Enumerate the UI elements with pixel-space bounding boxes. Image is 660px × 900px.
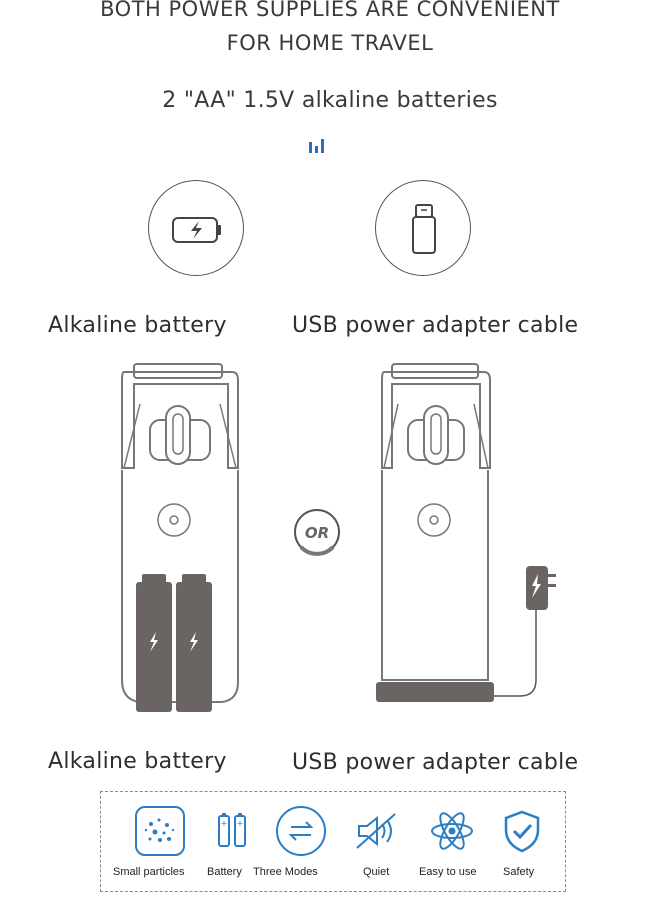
feature-label-quiet: Quiet (363, 866, 390, 878)
battery-icon: + + (207, 806, 257, 856)
svg-text:+: + (237, 819, 244, 828)
quiet-icon (351, 806, 401, 856)
signal-logo-icon (309, 139, 324, 153)
usb-illustration-caption: USB power adapter cable (292, 750, 579, 775)
atom-icon (427, 806, 477, 856)
feature-label-battery: Battery (207, 866, 242, 878)
feature-label-three-modes: Three Modes (253, 866, 318, 878)
battery-option-label: Alkaline battery (48, 313, 227, 338)
battery-subtitle: 2 "AA" 1.5V alkaline batteries (162, 88, 498, 113)
features-strip: + + Small particles Battery Thr (100, 791, 566, 892)
headline-line-1: BOTH POWER SUPPLIES ARE CONVENIENT (100, 0, 560, 21)
or-badge: OR (294, 509, 340, 556)
headline-line-2: FOR HOME TRAVEL (226, 31, 434, 55)
shield-icon (497, 806, 547, 856)
feature-label-easy-to-use: Easy to use (419, 866, 477, 878)
battery-charging-icon (172, 217, 221, 243)
modes-icon (276, 806, 326, 856)
battery-illustration-caption: Alkaline battery (48, 749, 227, 774)
usb-option-circle (375, 180, 471, 276)
usb-device-illustration (376, 363, 556, 702)
feature-label-small-particles: Small particles (113, 866, 185, 878)
battery-option-circle (148, 180, 244, 276)
battery-device-illustration (121, 363, 239, 712)
particles-icon (135, 806, 185, 856)
feature-label-safety: Safety (503, 866, 535, 878)
usb-option-label: USB power adapter cable (292, 313, 579, 338)
or-text: OR (305, 524, 329, 542)
svg-text:+: + (221, 819, 228, 828)
usb-plug-icon (412, 204, 436, 254)
